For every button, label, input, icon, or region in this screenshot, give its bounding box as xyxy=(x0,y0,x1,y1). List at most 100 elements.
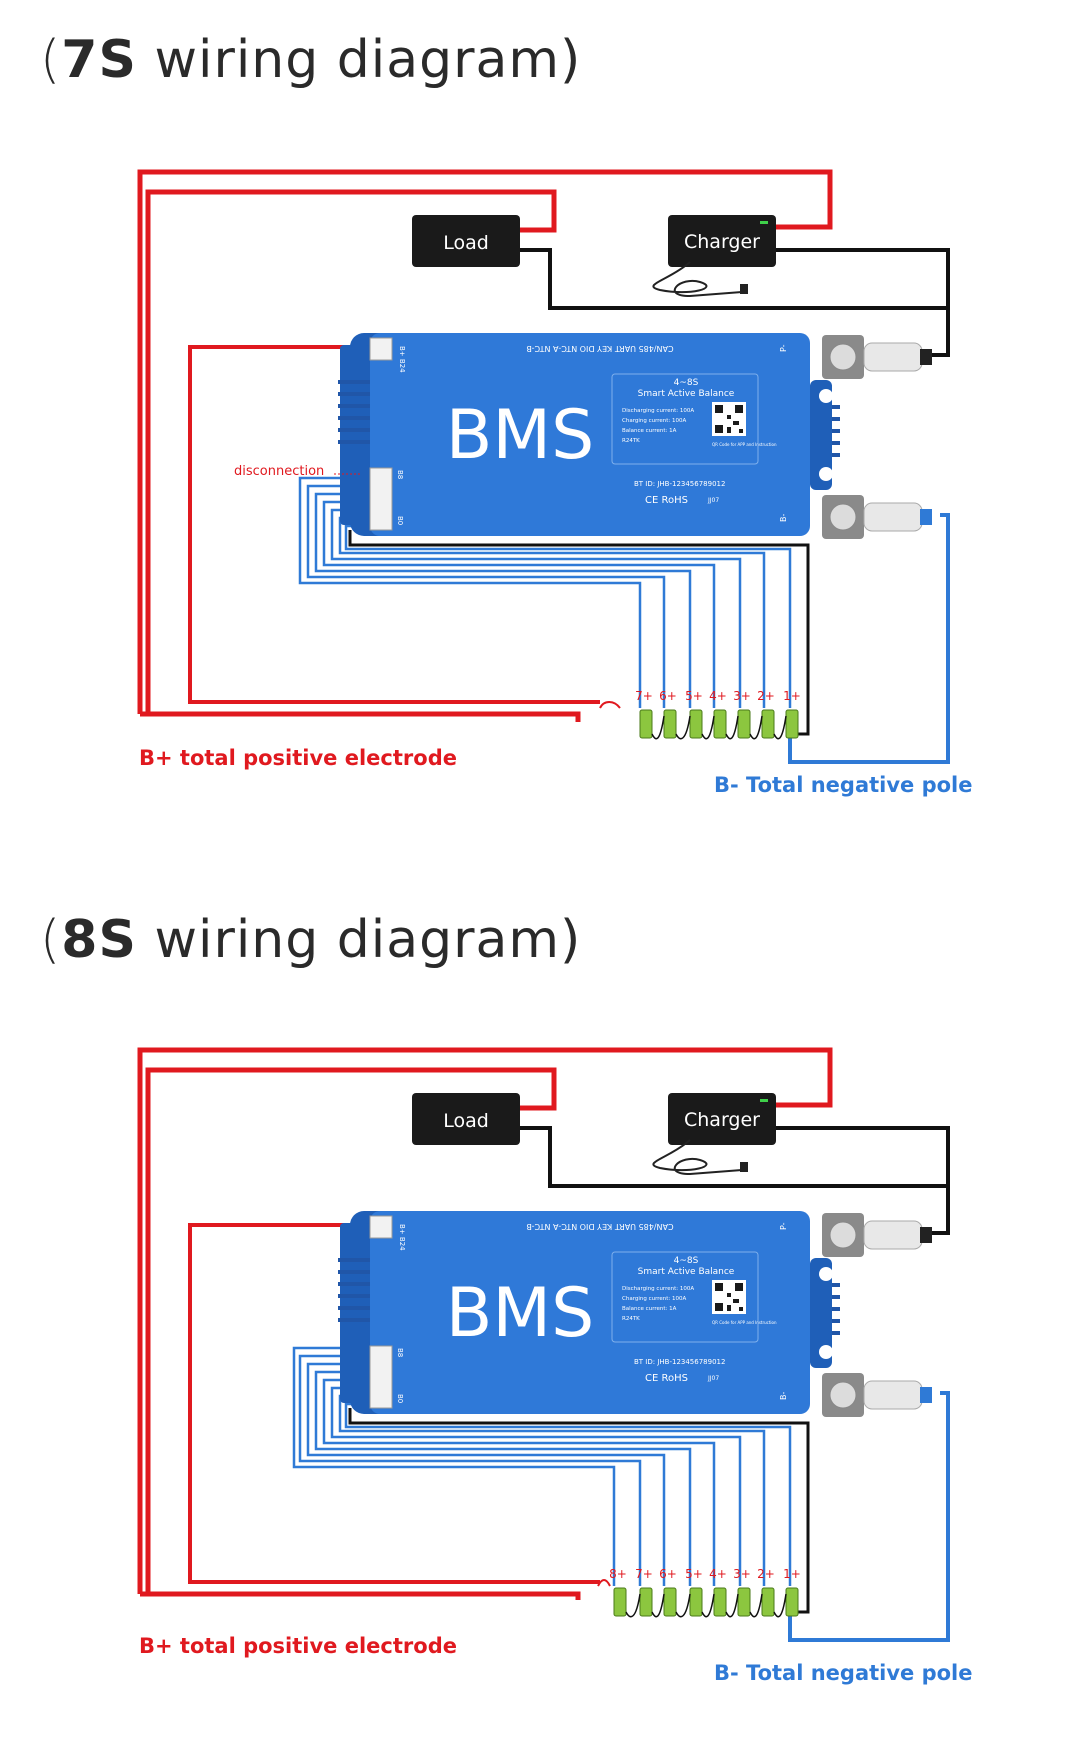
battery-cells xyxy=(599,701,799,740)
cell-label: 6+ xyxy=(659,1567,677,1581)
bms-panel-header: 4~8S xyxy=(674,378,699,388)
cell-label: 5+ xyxy=(685,1567,703,1581)
battery-cell xyxy=(613,1587,627,1617)
cell-label: 7+ xyxy=(635,1567,653,1581)
cell-label: 1+ xyxy=(783,1567,801,1581)
battery-cell xyxy=(761,1587,775,1617)
b8-pin-label: B8 xyxy=(396,470,404,479)
bms-bt-id: BT ID: JHB-123456789012 xyxy=(634,1358,725,1366)
bplus-pin-label: B+ B24 xyxy=(398,1224,406,1251)
load-label: Load xyxy=(443,1110,489,1132)
battery-cell xyxy=(785,1587,799,1617)
bminus-total-wire xyxy=(788,513,950,764)
pminus-label: P- xyxy=(779,344,788,352)
charger-label: Charger xyxy=(684,1109,760,1131)
charger-label: Charger xyxy=(684,231,760,253)
bminus-terminal xyxy=(822,1373,932,1417)
b0-pin-label: B0 xyxy=(396,516,404,525)
charger-positive-wire xyxy=(137,1047,833,1594)
cell-label: 7+ xyxy=(635,689,653,703)
battery-cell xyxy=(689,1587,703,1617)
balance-wires xyxy=(298,476,792,708)
charger-box xyxy=(668,215,776,267)
diagram-7s: (7S wiring diagram) xyxy=(0,0,1080,865)
pminus-terminal xyxy=(822,1213,932,1257)
bms-top-ports: CAN/485 UART KEY DIO NTC-A NTC-B xyxy=(526,344,673,353)
bms-qr-note: QR Code for APP and Instruction xyxy=(712,1320,777,1325)
battery-cells xyxy=(597,1579,799,1618)
battery-cell xyxy=(663,1587,677,1617)
bminus-label-pin: B- xyxy=(779,1392,788,1400)
bms-module xyxy=(338,333,840,536)
bms-cert: CE RoHS xyxy=(645,1373,688,1384)
b8-pin-label: B8 xyxy=(396,1348,404,1357)
bms-module xyxy=(338,1211,840,1414)
bms-bt-id: BT ID: JHB-123456789012 xyxy=(634,480,725,488)
bms-code: JJ07 xyxy=(707,1375,719,1382)
battery-cell xyxy=(713,709,727,739)
bms-code: JJ07 xyxy=(707,497,719,504)
cell-label: 3+ xyxy=(733,689,751,703)
load-box xyxy=(412,215,520,267)
cell-label: 1+ xyxy=(783,689,801,703)
load-box xyxy=(412,1093,520,1145)
diagram-8s: (8S wiring diagram) xyxy=(0,878,1080,1743)
bms-panel-line: Discharging current: 100A xyxy=(622,1286,694,1292)
bms-panel-subheader: Smart Active Balance xyxy=(638,1267,735,1277)
pminus-wire xyxy=(930,1186,950,1235)
b0-pin-label: B0 xyxy=(396,1394,404,1403)
b0-wire xyxy=(348,530,810,736)
wiring-diagram-8s: BMS CAN/485 UART KEY DIO NTC-A NTC-B 4~8… xyxy=(137,1047,973,1685)
bms-panel-subheader: Smart Active Balance xyxy=(638,389,735,399)
charger-positive-wire xyxy=(137,169,833,714)
cell-label: 6+ xyxy=(659,689,677,703)
bms-panel-header: 4~8S xyxy=(674,1256,699,1266)
load-negative-wire xyxy=(520,1126,950,1188)
disconnection-label: disconnection xyxy=(234,464,324,479)
cell-label: 5+ xyxy=(685,689,703,703)
load-label: Load xyxy=(443,232,489,254)
cell-labels: 8+ 7+ 6+ 5+ 4+ 3+ 2+ 1+ xyxy=(609,1567,801,1581)
charger-box xyxy=(668,1093,776,1145)
bminus-total-label: B- Total negative pole xyxy=(714,773,973,797)
cell-label: 4+ xyxy=(709,689,727,703)
load-positive-wire xyxy=(145,189,557,714)
bms-panel-line: Charging current: 100A xyxy=(622,418,687,424)
bms-panel-line: R24TK xyxy=(622,1316,640,1322)
battery-cell xyxy=(639,1587,653,1617)
battery-cell xyxy=(639,709,653,739)
bms-panel-line: Balance current: 1A xyxy=(622,428,677,434)
bminus-terminal xyxy=(822,495,932,539)
bms-top-ports: CAN/485 UART KEY DIO NTC-A NTC-B xyxy=(526,1222,673,1231)
battery-cell xyxy=(761,709,775,739)
bminus-total-wire xyxy=(788,1391,950,1642)
bminus-label-pin: B- xyxy=(779,514,788,522)
bplus-pin-label: B+ B24 xyxy=(398,346,406,373)
bms-cert: CE RoHS xyxy=(645,495,688,506)
pminus-label: P- xyxy=(779,1222,788,1230)
diagram-title: (7S wiring diagram) xyxy=(40,30,582,90)
bms-panel-line: R24TK xyxy=(622,438,640,444)
cell-label: 2+ xyxy=(757,1567,775,1581)
b0-wire xyxy=(348,1408,810,1614)
bms-label: BMS xyxy=(446,396,594,475)
battery-cell xyxy=(785,709,799,739)
wiring-diagram-7s: BMS CAN/485 UART KEY DIO NTC-A NTC-B 4~8… xyxy=(137,169,973,797)
pminus-terminal xyxy=(822,335,932,379)
bplus-total-label: B+ total positive electrode xyxy=(139,1634,457,1658)
cell-label: 3+ xyxy=(733,1567,751,1581)
battery-cell xyxy=(713,1587,727,1617)
bplus-total-wire xyxy=(140,1591,581,1600)
cell-label: 4+ xyxy=(709,1567,727,1581)
diagram-title: (8S wiring diagram) xyxy=(40,910,582,970)
charger-cable-icon xyxy=(652,1139,743,1176)
battery-cell xyxy=(737,1587,751,1617)
cell-label: 2+ xyxy=(757,689,775,703)
battery-cell xyxy=(689,709,703,739)
bminus-total-label: B- Total negative pole xyxy=(714,1661,973,1685)
cell-label: 8+ xyxy=(609,1567,627,1581)
load-negative-wire xyxy=(520,248,950,310)
pminus-wire xyxy=(930,308,950,357)
bms-panel-line: Charging current: 100A xyxy=(622,1296,687,1302)
load-positive-wire xyxy=(145,1067,557,1594)
